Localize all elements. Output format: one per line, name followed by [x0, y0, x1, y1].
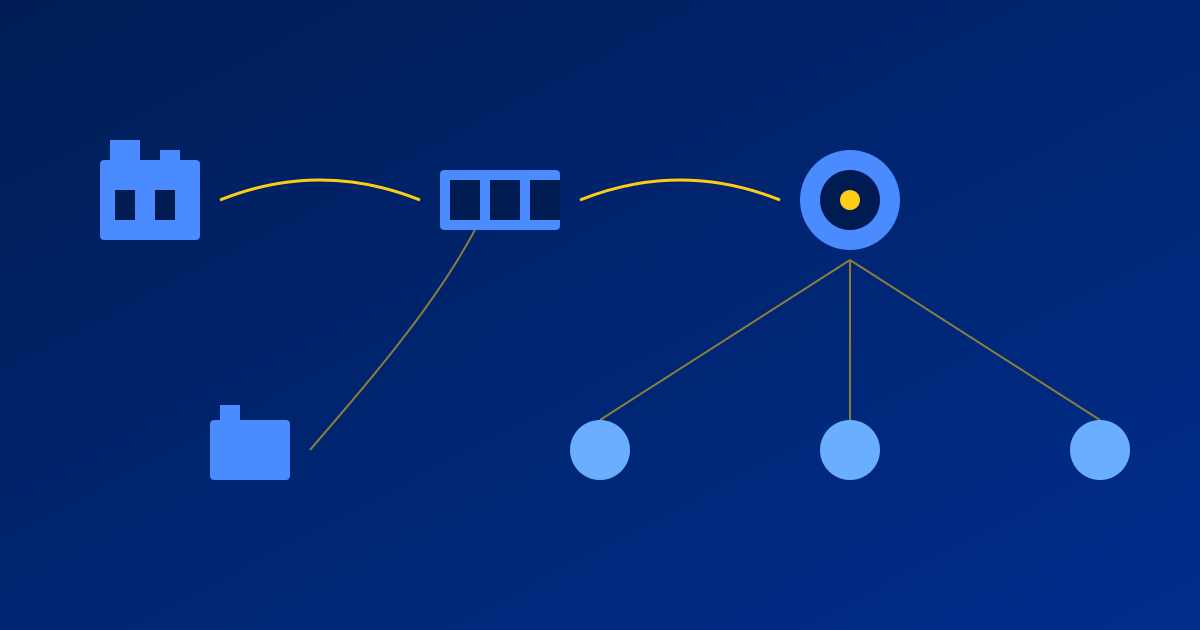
child-node-3: [1070, 420, 1130, 480]
child-node-1: [570, 420, 630, 480]
connector-target-to-child-3: [849, 259, 1101, 421]
connector-pipeline-to-target: [579, 178, 781, 202]
folder-icon: [210, 405, 290, 480]
child-node-2: [820, 420, 880, 480]
connector-pipeline-to-folder: [309, 219, 481, 451]
connector-target-to-child-1: [599, 259, 851, 421]
primary-connectors: [219, 178, 781, 202]
connector-factory-to-pipeline: [219, 178, 421, 202]
factory-icon: [100, 140, 200, 240]
segmented-bar-icon: [440, 170, 560, 230]
thin-connectors: [309, 219, 1101, 451]
target-icon: [800, 150, 900, 250]
